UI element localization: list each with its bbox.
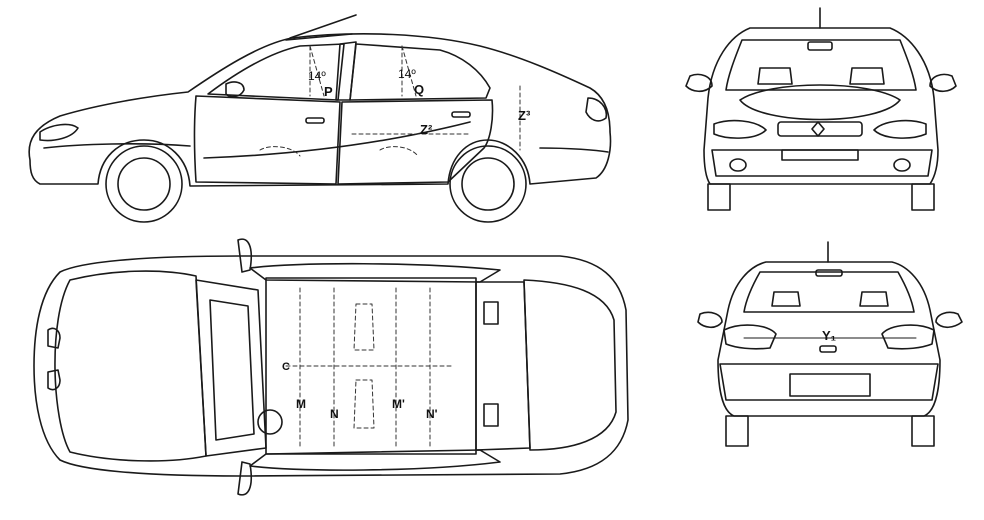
side-mirror	[225, 81, 245, 98]
top-windshield	[195, 279, 267, 457]
side-front-handle	[305, 117, 325, 124]
rear-tire-left	[725, 415, 749, 447]
side-angle-p: 14º	[308, 69, 326, 83]
side-rear-tire	[449, 145, 527, 223]
top-speaker-upper	[483, 301, 499, 325]
rear-bumper	[719, 363, 939, 401]
top-side-window-lower	[249, 449, 501, 471]
side-roof-rail	[285, 33, 353, 41]
top-measure-guides	[285, 287, 453, 447]
front-windshield	[725, 39, 917, 91]
rear-seat-left	[771, 291, 801, 307]
side-headlight	[39, 123, 79, 142]
side-antenna	[289, 14, 357, 39]
front-headlight-left	[713, 119, 767, 139]
rear-seat-right	[859, 291, 889, 307]
top-side-window-upper	[249, 262, 501, 283]
side-measure-guides	[259, 45, 521, 157]
side-rear-rim	[461, 157, 515, 211]
side-angle-q: 14º	[398, 67, 416, 81]
front-mirror-right	[929, 73, 957, 93]
rear-brake-light	[815, 269, 843, 277]
rear-taillight-right	[881, 324, 935, 350]
side-front-rim	[117, 157, 171, 211]
side-label-z3: Z³	[518, 108, 531, 123]
front-badge	[811, 121, 825, 137]
front-seat-right	[849, 67, 885, 85]
front-mirror-interior	[807, 41, 833, 51]
side-trim-line	[203, 121, 471, 159]
side-front-tire	[105, 145, 183, 223]
front-headlight-right	[873, 119, 927, 139]
side-rear-door	[337, 99, 494, 185]
rear-tire-right	[911, 415, 935, 447]
side-window-front	[207, 43, 345, 101]
top-dashboard	[209, 299, 255, 441]
top-label-m: M	[296, 397, 306, 411]
rear-taillight-left	[723, 324, 777, 350]
side-rear-bumper-line	[539, 147, 609, 153]
rear-mirror-right	[935, 311, 963, 329]
top-label-n: N	[330, 407, 339, 421]
side-taillight	[585, 97, 608, 122]
rear-body-outline	[717, 261, 941, 417]
front-hood-curve	[739, 84, 901, 121]
front-seat-left	[757, 67, 793, 85]
top-headlight-lower	[47, 369, 61, 391]
side-label-q: Q	[414, 82, 424, 97]
top-label-c: C	[282, 361, 290, 373]
rear-window	[743, 271, 915, 313]
top-label-n1: N'	[426, 407, 438, 421]
side-window-rear	[349, 43, 491, 101]
side-label-z2: Z²	[420, 122, 433, 137]
side-bumper-line	[43, 143, 191, 149]
rear-mirror-left	[697, 311, 723, 329]
front-mirror-left	[685, 73, 713, 93]
top-body-outline	[33, 255, 629, 477]
rear-badge	[819, 345, 837, 353]
side-label-p: P	[324, 84, 333, 99]
top-steering-wheel	[257, 409, 283, 435]
side-front-door	[193, 95, 341, 185]
rear-plate	[789, 373, 871, 397]
top-mirror-lower	[237, 461, 253, 496]
side-b-pillar	[335, 41, 357, 101]
side-body-outline	[28, 33, 612, 187]
top-label-m1: M'	[392, 397, 405, 411]
front-view	[685, 7, 957, 211]
rear-view: Y₁	[697, 241, 963, 447]
front-foglight-right	[893, 158, 911, 172]
front-grille	[777, 121, 863, 137]
top-view: C M N M' N'	[33, 238, 629, 496]
front-foglight-left	[729, 158, 747, 172]
side-rear-handle	[451, 111, 471, 118]
side-view: 14º 14º P Q Z² Z³	[28, 14, 612, 223]
top-trunk	[523, 279, 617, 451]
front-body-outline	[703, 27, 939, 185]
front-tire-left	[707, 183, 731, 211]
top-mirror-upper	[237, 238, 253, 273]
top-hood	[54, 270, 207, 462]
front-tire-right	[911, 183, 935, 211]
rear-label-y1: Y₁	[822, 328, 836, 343]
front-plate	[781, 149, 859, 161]
top-speaker-lower	[483, 403, 499, 427]
top-headlight-upper	[47, 327, 61, 349]
